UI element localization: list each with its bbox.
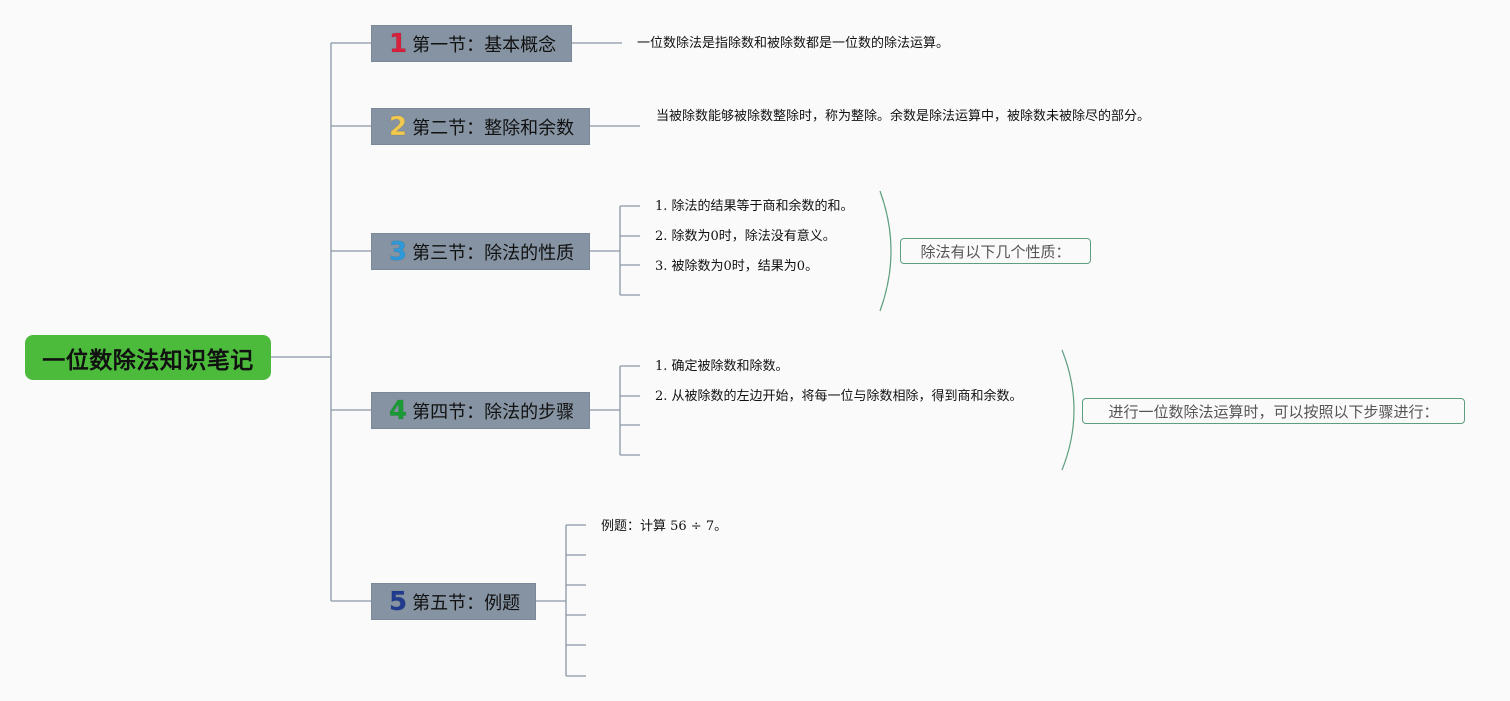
section-number-2: 2 (388, 111, 408, 142)
section-title-1: 第一节：基本概念 (412, 34, 557, 56)
section-1[interactable]: 1 第一节：基本概念 (371, 25, 572, 62)
section-2[interactable]: 2 第二节：整除和余数 (371, 108, 590, 145)
section-5[interactable]: 5 第五节：例题 (371, 583, 536, 620)
section-title-3: 第三节：除法的性质 (412, 242, 575, 264)
section-4-item-1[interactable]: 1. 确定被除数和除数。 (655, 359, 789, 374)
section-1-item-1[interactable]: 一位数除法是指除数和被除数都是一位数的除法运算。 (637, 36, 950, 51)
summary-bracket-3 (879, 190, 892, 312)
section-4[interactable]: 4 第四节：除法的步骤 (371, 392, 590, 429)
section-3-summary[interactable]: 除法有以下几个性质： (900, 238, 1091, 264)
section-number-4: 4 (388, 395, 408, 426)
section-4-summary[interactable]: 进行一位数除法运算时，可以按照以下步骤进行： (1082, 398, 1465, 424)
section-3[interactable]: 3 第三节：除法的性质 (371, 233, 590, 270)
section-title-5: 第五节：例题 (412, 592, 521, 614)
section-title-2: 第二节：整除和余数 (412, 117, 575, 139)
section-4-item-2[interactable]: 2. 从被除数的左边开始，将每一位与除数相除，得到商和余数。 (655, 389, 1023, 404)
summary-bracket-4 (1061, 349, 1075, 471)
section-title-4: 第四节：除法的步骤 (412, 401, 575, 423)
section-3-item-1[interactable]: 1. 除法的结果等于商和余数的和。 (655, 199, 854, 214)
section-number-1: 1 (388, 28, 408, 59)
section-number-3: 3 (388, 236, 408, 267)
section-number-5: 5 (388, 586, 408, 617)
section-5-item-1[interactable]: 例题：计算 56 ÷ 7。 (601, 519, 728, 534)
section-3-item-2[interactable]: 2. 除数为0时，除法没有意义。 (655, 229, 836, 244)
section-2-item-1[interactable]: 当被除数能够被除数整除时，称为整除。余数是除法运算中，被除数未被除尽的部分。 (656, 109, 1151, 124)
root-topic[interactable]: 一位数除法知识笔记 (25, 335, 271, 380)
section-3-item-3[interactable]: 3. 被除数为0时，结果为0。 (655, 259, 819, 274)
